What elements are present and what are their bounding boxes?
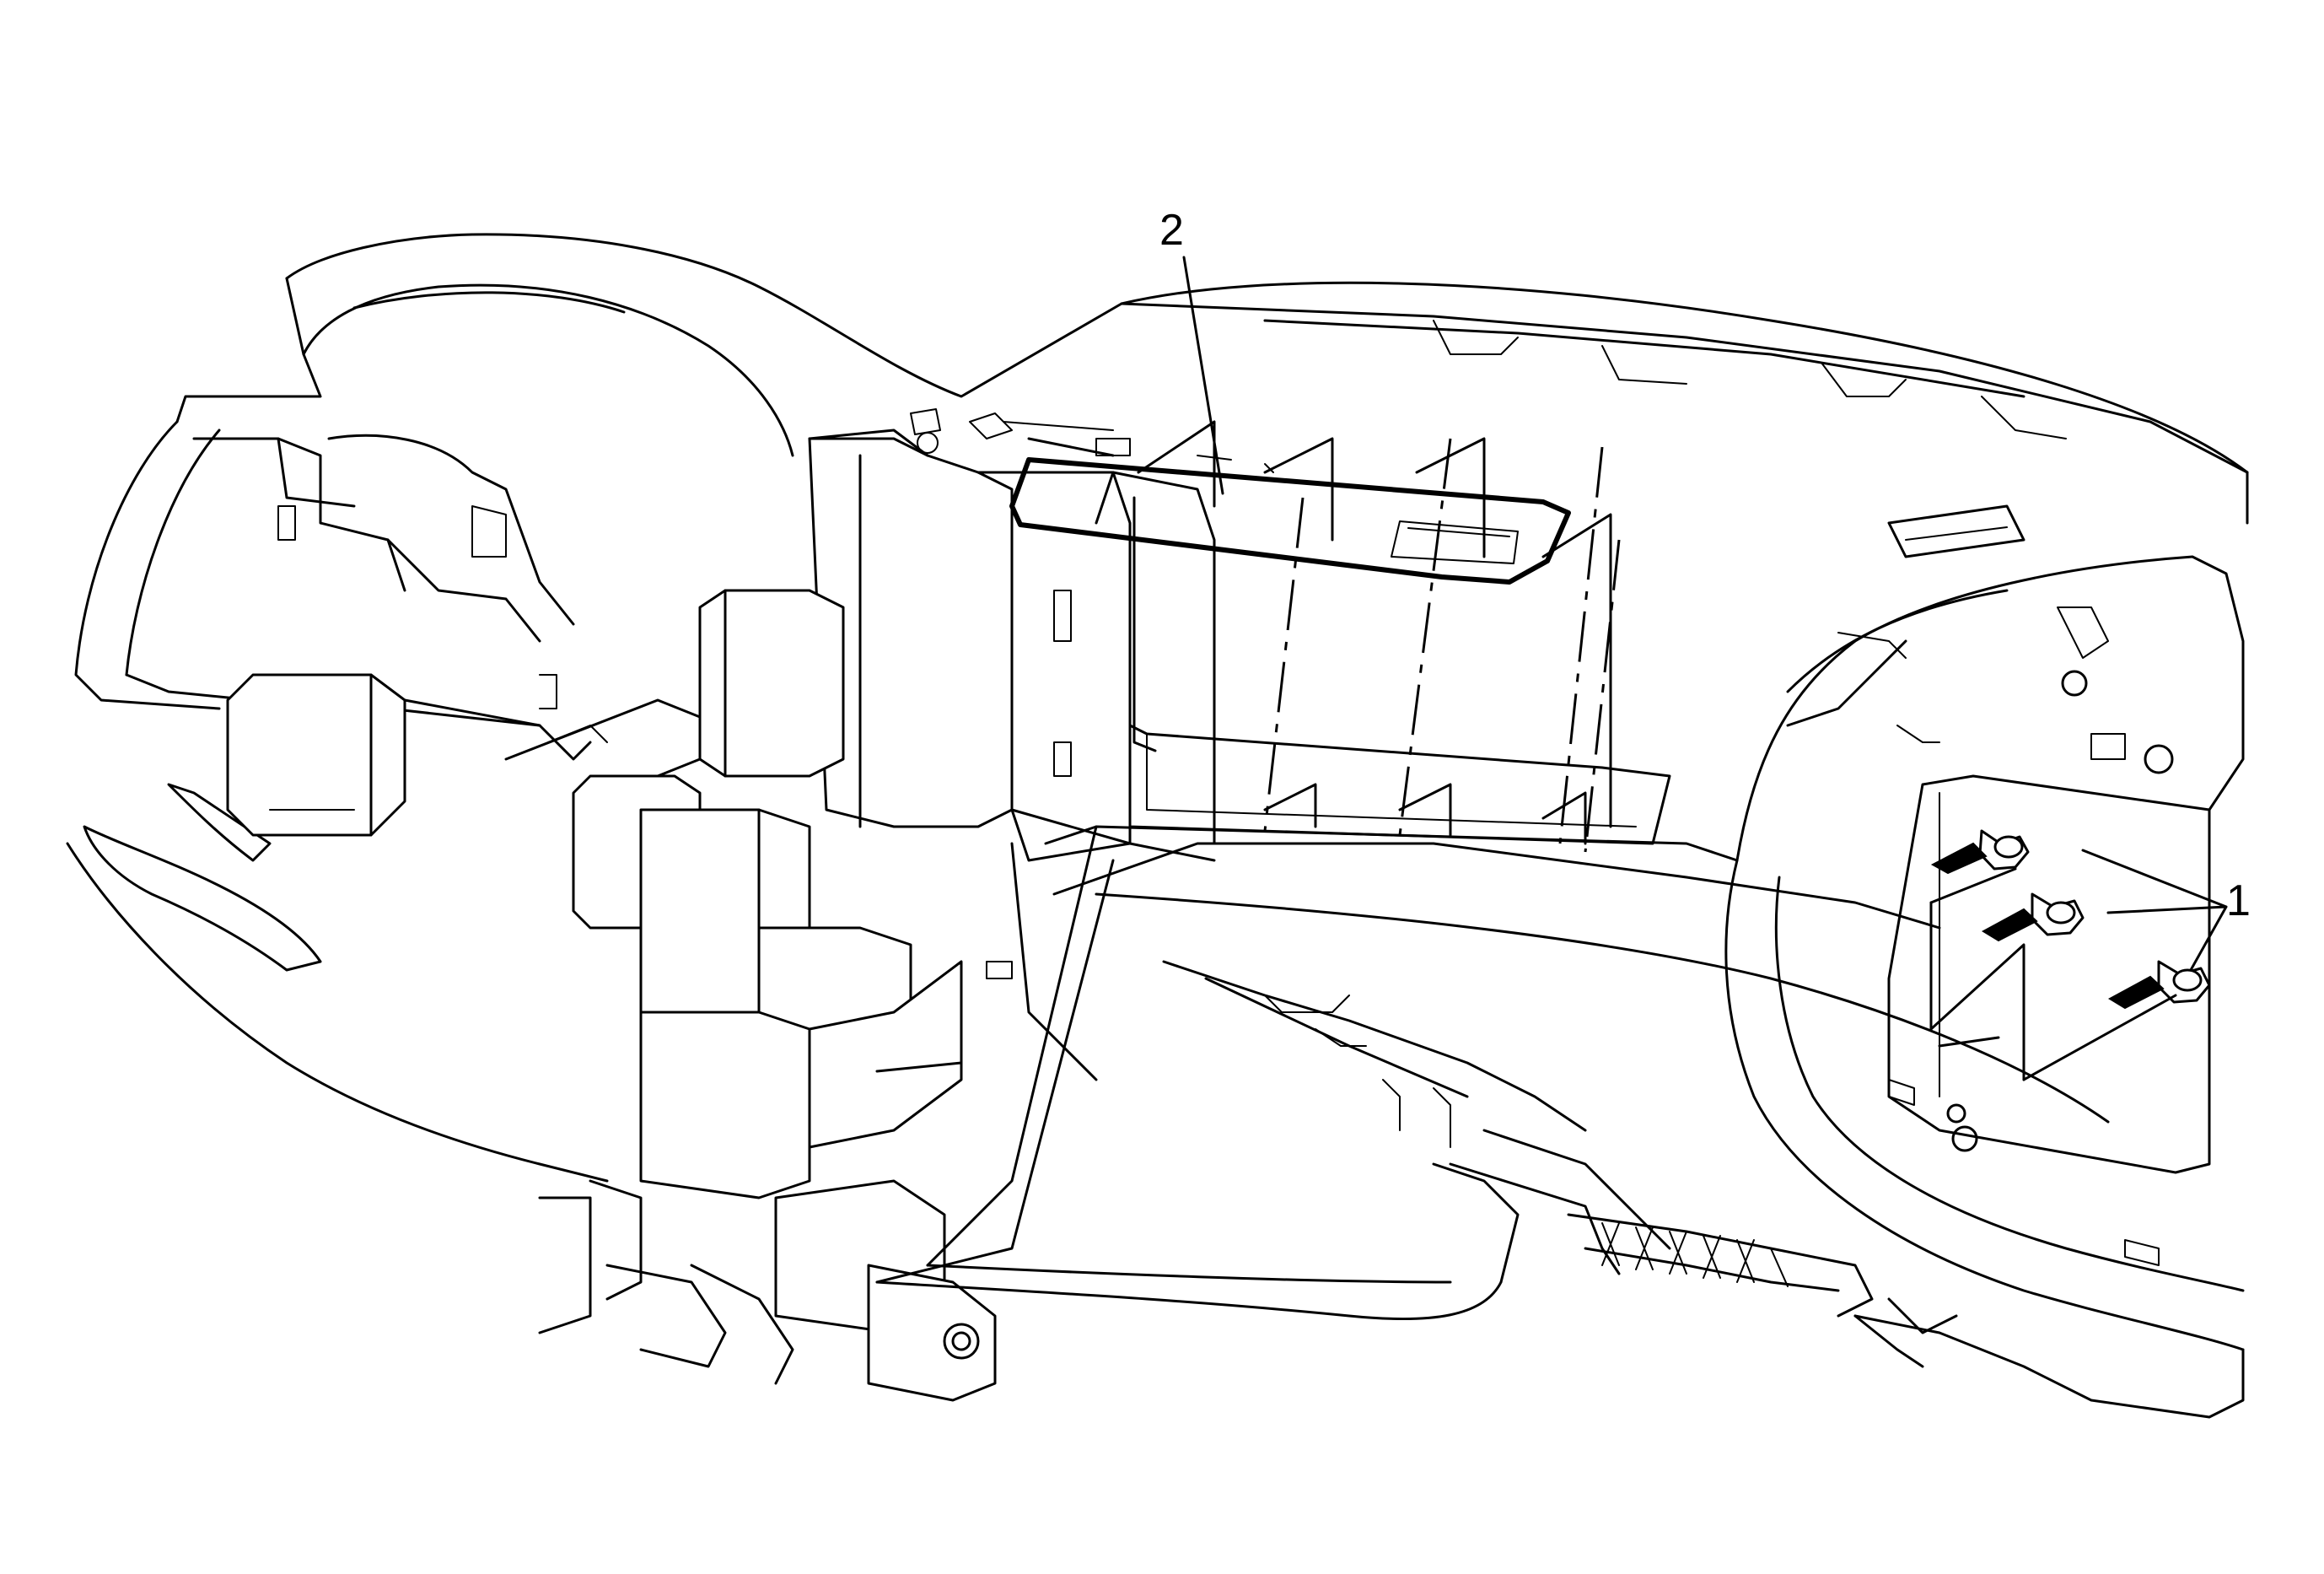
center-vertical-panel xyxy=(808,429,1216,1081)
left-duct-bracket xyxy=(226,673,702,837)
callout-2-leader xyxy=(1182,256,1224,495)
callout-1-fasteners xyxy=(1929,829,2228,1081)
callout-2-trim-plate xyxy=(910,408,1621,853)
dash-right-end xyxy=(1724,504,2245,1419)
trim-plate xyxy=(1009,457,1571,585)
dash-upper-shell xyxy=(175,233,2249,525)
callout-1-label: 1 xyxy=(2226,876,2251,925)
dash-right-panel xyxy=(875,471,2110,1321)
fastener-1b xyxy=(1981,892,2085,942)
lower-reinforcement xyxy=(1567,1213,1958,1334)
fastener-1c xyxy=(2107,960,2211,1010)
dash-left-end xyxy=(66,420,609,1183)
trim-plate-mount-line-4 xyxy=(1584,539,1621,853)
callout-2-label: 2 xyxy=(1159,206,1184,255)
trim-plate-mount-line-1 xyxy=(1263,497,1305,832)
center-stack xyxy=(538,437,1014,1402)
fastener-1a xyxy=(1930,829,2030,875)
trim-plate-mount-line-2 xyxy=(1398,438,1452,836)
callout-1-leader xyxy=(2081,849,2228,972)
trim-plate-mount-line-3 xyxy=(1558,446,1604,844)
